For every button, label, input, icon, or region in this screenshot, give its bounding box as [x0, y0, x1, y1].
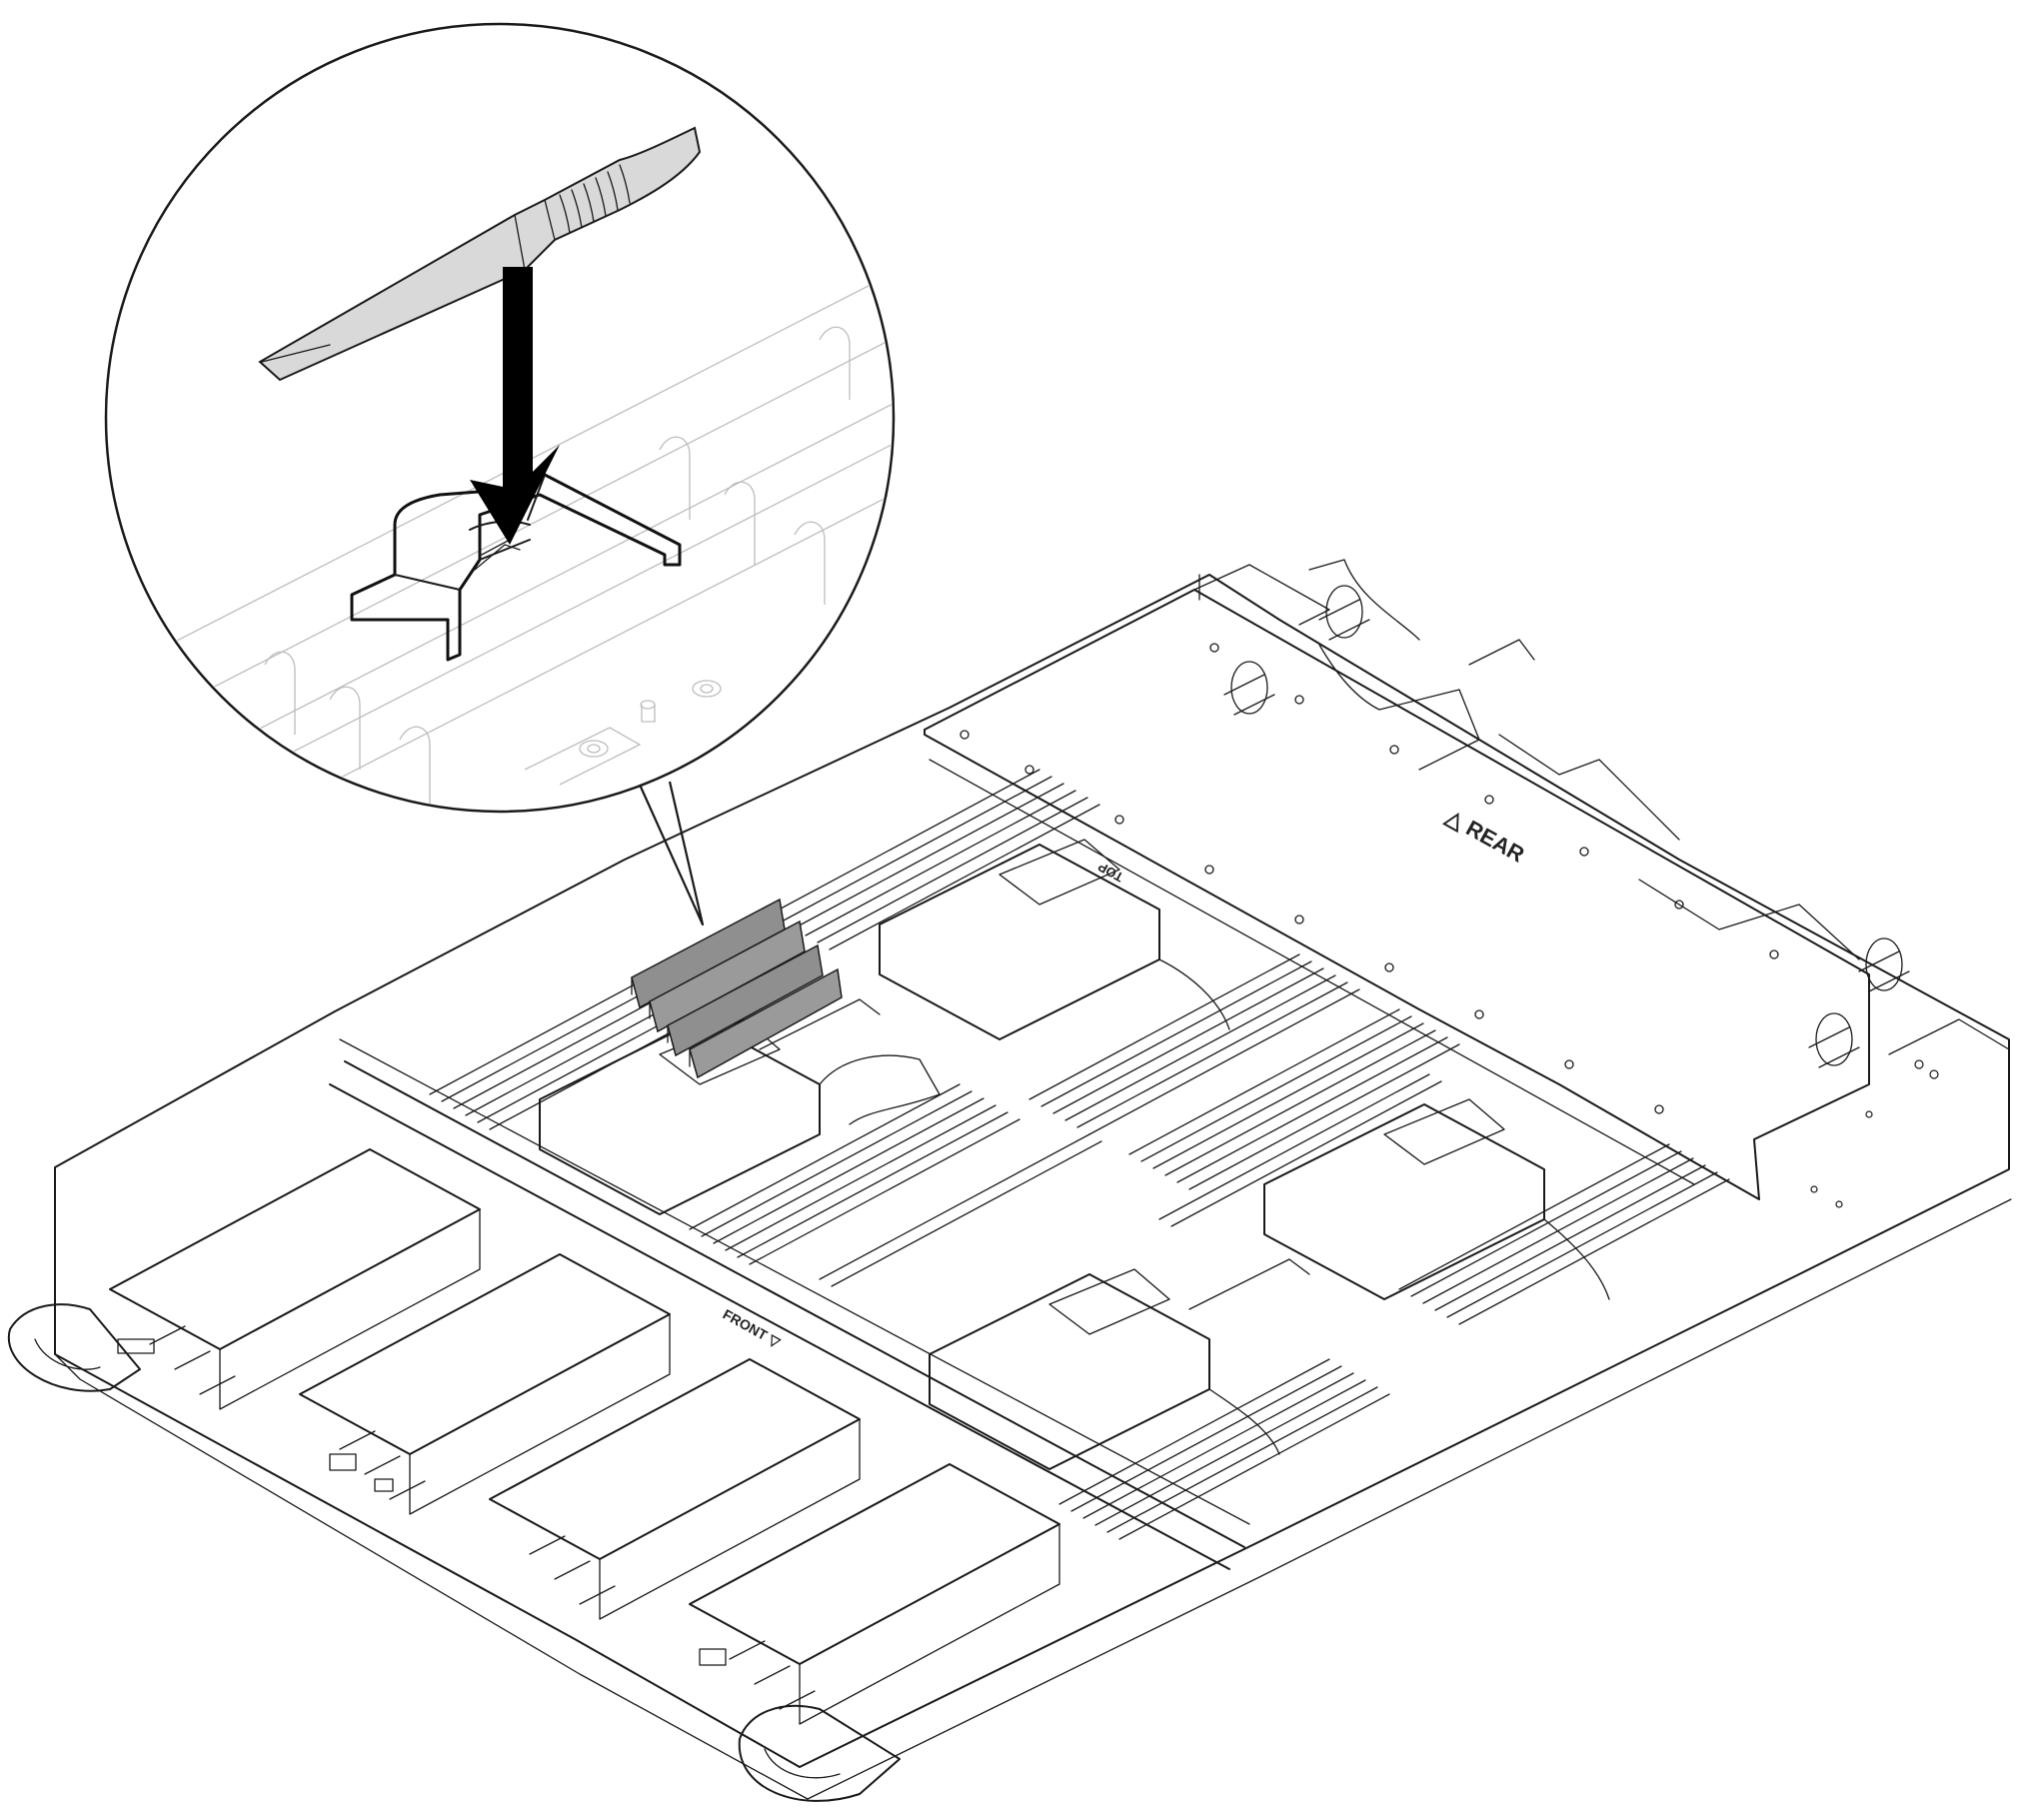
cpu-cold-plate-4	[929, 1268, 1210, 1470]
top-label: TOP	[1095, 859, 1126, 885]
zoom-callout	[104, 22, 896, 814]
cpu-cold-plate-3	[1263, 1098, 1545, 1300]
dimm-banks	[429, 769, 1730, 1540]
pin-tool-icon	[258, 126, 702, 382]
front-riser-cages	[109, 1148, 1060, 1725]
highlighted-cable-clips	[631, 898, 843, 1079]
callout-pointer	[638, 781, 705, 926]
down-arrow-icon	[470, 267, 560, 545]
rear-label: △ REAR	[1441, 804, 1529, 868]
